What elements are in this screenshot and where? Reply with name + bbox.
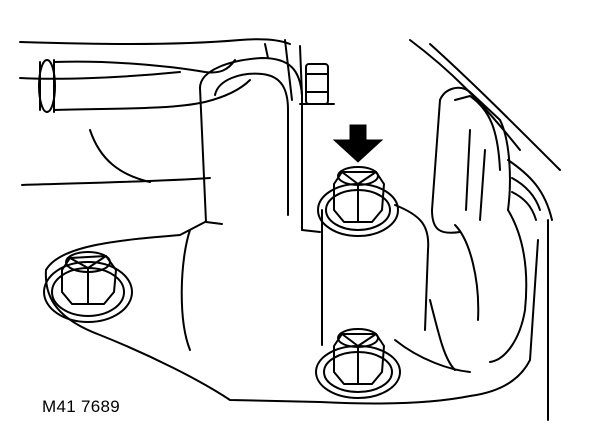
right-bracket: [431, 86, 541, 363]
left-bolt: [43, 251, 133, 323]
engine-casting: [19, 38, 561, 421]
mounting-plate: [44, 204, 539, 405]
hose-pipe: [38, 59, 251, 113]
figure-reference-label: M41 7689: [42, 397, 121, 416]
bottom-center-bolt: [315, 328, 401, 399]
bracket-arm: [199, 39, 303, 231]
down-arrow-icon: [332, 124, 384, 163]
top-center-bolt: [317, 166, 399, 237]
top-stud-bolt: [299, 63, 335, 105]
